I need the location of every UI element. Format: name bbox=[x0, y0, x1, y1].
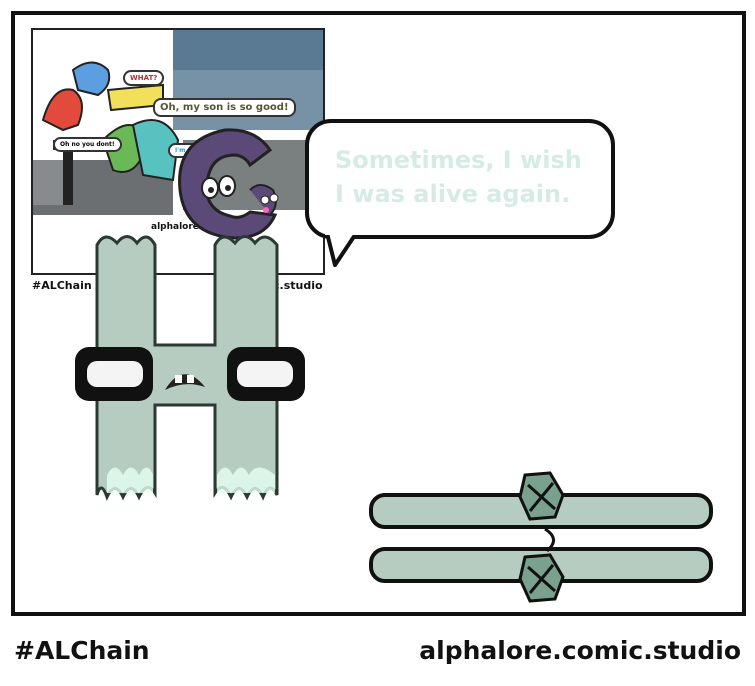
footer-hashtag: #ALChain bbox=[14, 636, 150, 665]
speech-bubble: Sometimes, I wish I was alive again. bbox=[305, 119, 615, 239]
inset-bubble-oh-no: Oh no you dont! bbox=[53, 137, 122, 152]
inset-bubble-main: Oh, my son is so good! bbox=[153, 98, 296, 117]
speech-text: Sometimes, I wish I was alive again. bbox=[335, 146, 582, 208]
ghost-h-character bbox=[75, 235, 305, 501]
footer-site: alphalore.comic.studio bbox=[419, 636, 741, 665]
inset-reference-image: Oh, my son is so good! WHAT? Oh no you d… bbox=[31, 28, 325, 275]
inset-caption-hashtag: #ALChain bbox=[32, 279, 92, 292]
equals-character bbox=[369, 471, 713, 603]
inset-caption-site-right: c.studio bbox=[273, 279, 323, 292]
inset-background bbox=[33, 30, 323, 273]
comic-panel: Oh, my son is so good! WHAT? Oh no you d… bbox=[11, 11, 746, 616]
inset-bubble-what: WHAT? bbox=[123, 70, 165, 86]
purple-g-character bbox=[178, 128, 279, 240]
speech-bubble-tail bbox=[325, 227, 359, 267]
